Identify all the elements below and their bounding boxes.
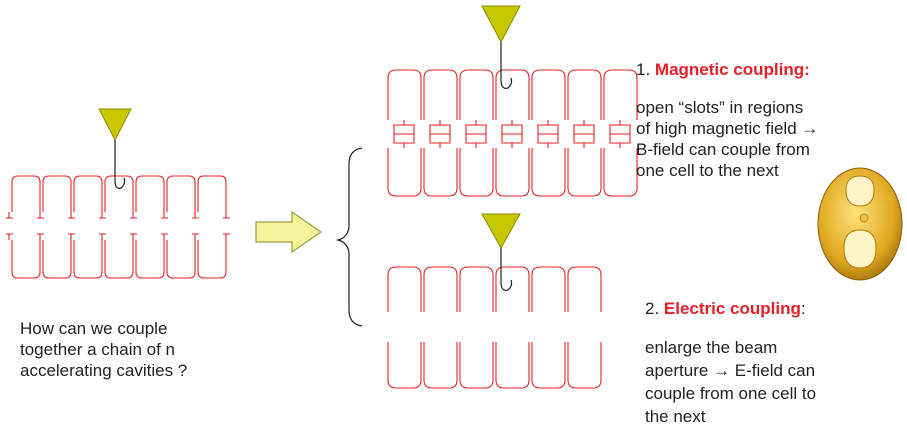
left-chain-upper-cells: [11, 175, 227, 212]
cell-outline: [495, 266, 530, 312]
cell-outline: [531, 342, 566, 389]
cell-outline: [603, 69, 638, 120]
electric-coupling-heading: 2. Electric coupling:: [645, 298, 806, 319]
magnetic-lower-cells: [387, 148, 638, 197]
right-arrow-icon: [255, 210, 323, 254]
electric-line: enlarge the beam: [645, 338, 778, 357]
cell-outline: [197, 175, 227, 212]
rf-coupler-icon: [98, 108, 132, 189]
cell-outline: [11, 240, 41, 279]
cell-outline: [104, 240, 134, 279]
iris-line: [37, 212, 44, 240]
cell-outline: [423, 69, 458, 120]
iris-line: [192, 212, 199, 240]
iris-line: [99, 212, 106, 240]
cell-outline: [567, 266, 602, 312]
cell-outline: [459, 148, 494, 197]
magnetic-number: 1.: [636, 60, 655, 79]
cell-outline: [166, 175, 196, 212]
cell-outline: [531, 148, 566, 197]
coupling-disk-icon: [817, 167, 903, 281]
slot-outline: [393, 120, 415, 148]
curly-brace-icon: [335, 147, 363, 327]
cell-outline: [11, 175, 41, 212]
cell-outline: [423, 342, 458, 389]
cell-outline: [567, 69, 602, 120]
magnetic-line: B-field can couple from: [636, 140, 810, 159]
cell-outline: [166, 240, 196, 279]
rf-coupler-icon: [481, 5, 521, 89]
left-chain-iris-lines: [6, 212, 230, 240]
magnetic-upper-cells: [387, 69, 638, 120]
cell-outline: [459, 266, 494, 312]
magnetic-line: of high magnetic field →: [636, 119, 819, 138]
electric-suffix: :: [800, 299, 806, 318]
cell-outline: [423, 266, 458, 312]
magnetic-title: Magnetic coupling:: [654, 60, 810, 79]
cell-outline: [495, 69, 530, 120]
electric-upper-cells: [387, 266, 602, 312]
slot-outline: [501, 120, 523, 148]
iris-line: [68, 212, 75, 240]
cell-outline: [135, 175, 165, 212]
magnetic-coupling-cavity: [387, 69, 638, 197]
slot-outline: [537, 120, 559, 148]
cell-outline: [387, 342, 422, 389]
electric-line: the next: [645, 407, 706, 426]
question-text: How can we couple together a chain of n …: [20, 318, 187, 381]
question-line: accelerating cavities ?: [20, 361, 188, 380]
cell-outline: [387, 266, 422, 312]
electric-number: 2.: [645, 299, 664, 318]
electric-lower-cells: [387, 342, 602, 389]
cell-outline: [42, 175, 72, 212]
cell-outline: [387, 69, 422, 120]
cell-outline: [459, 69, 494, 120]
cell-outline: [387, 148, 422, 197]
question-line: together a chain of n: [20, 340, 176, 359]
slot-outline: [573, 120, 595, 148]
cell-outline: [73, 175, 103, 212]
cell-outline: [495, 148, 530, 197]
cell-outline: [135, 240, 165, 279]
slot-outline: [429, 120, 451, 148]
electric-title: Electric coupling: [663, 299, 801, 318]
question-line: How can we couple: [20, 319, 168, 338]
rf-coupler-icon: [481, 213, 521, 291]
magnetic-description: open “slots” in regions of high magnetic…: [636, 97, 818, 181]
cell-outline: [531, 266, 566, 312]
iris-line: [223, 212, 230, 240]
slot-outline: [465, 120, 487, 148]
cell-outline: [567, 342, 602, 389]
cell-outline: [567, 148, 602, 197]
left-cavity-chain: [6, 175, 230, 279]
cell-outline: [423, 148, 458, 197]
cell-outline: [495, 342, 530, 389]
magnetic-line: one cell to the next: [636, 161, 779, 180]
cell-outline: [104, 175, 134, 212]
iris-line: [6, 212, 13, 240]
magnetic-slots: [393, 120, 631, 148]
cell-outline: [531, 69, 566, 120]
electric-description: enlarge the beam aperture → E-field can …: [645, 336, 816, 428]
cell-outline: [459, 342, 494, 389]
cell-outline: [42, 240, 72, 279]
magnetic-line: open “slots” in regions: [636, 98, 804, 117]
cell-outline: [197, 240, 227, 279]
iris-line: [130, 212, 137, 240]
electric-coupling-cavity: [387, 266, 602, 389]
cell-outline: [603, 148, 638, 197]
electric-line: aperture → E-field can: [645, 361, 816, 380]
magnetic-coupling-heading: 1. Magnetic coupling:: [636, 59, 810, 80]
iris-line: [161, 212, 168, 240]
left-chain-lower-cells: [11, 240, 227, 279]
electric-line: couple from one cell to: [645, 384, 817, 403]
slot-outline: [609, 120, 631, 148]
cell-outline: [73, 240, 103, 279]
